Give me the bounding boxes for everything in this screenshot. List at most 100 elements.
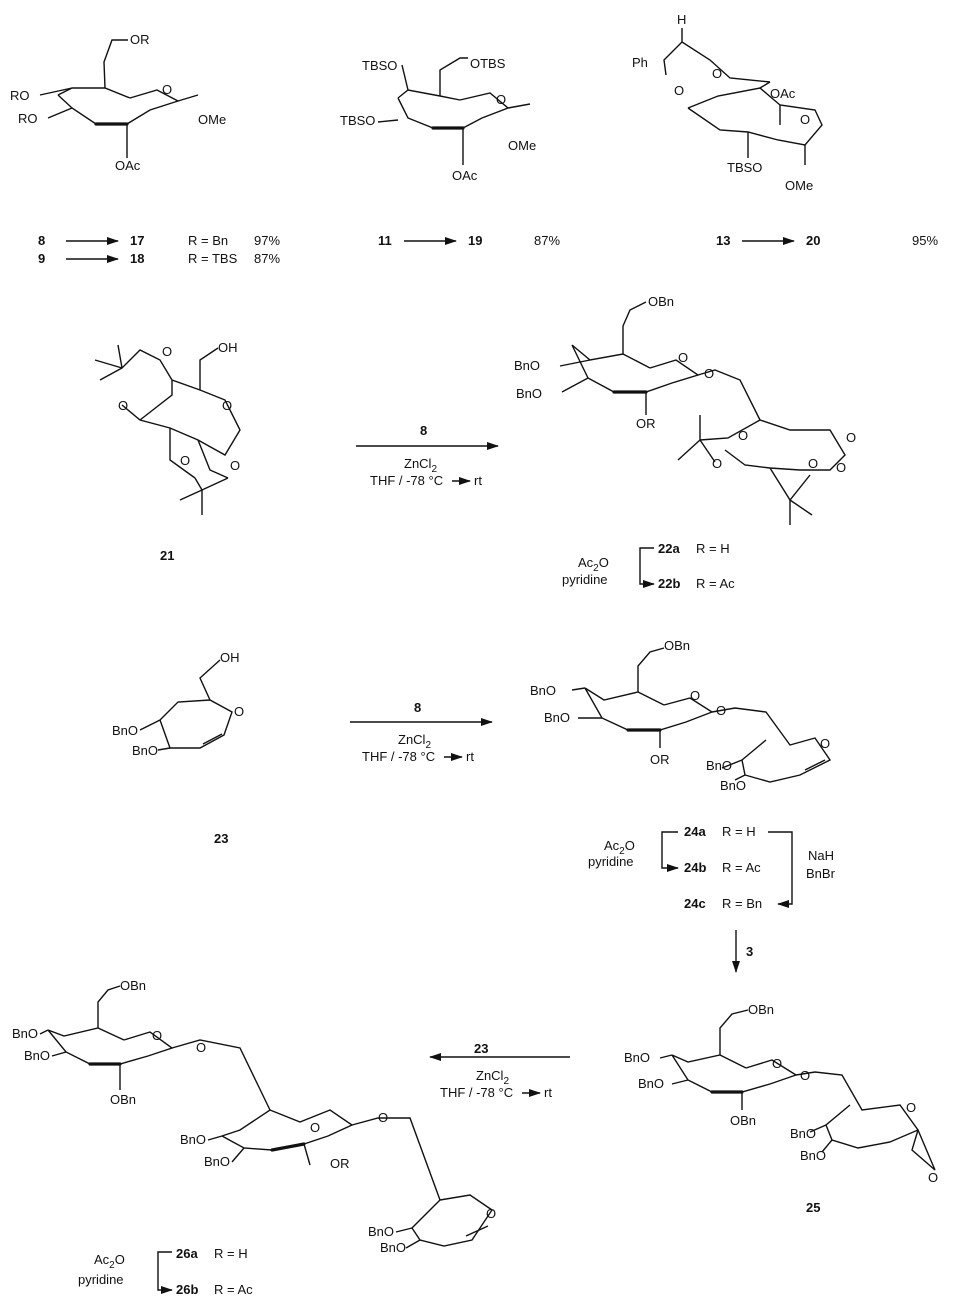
ring-o: O [162, 82, 172, 97]
label-bno: BnO [132, 743, 158, 758]
label-bno: BnO [720, 778, 746, 793]
label-obn: OBn [110, 1092, 136, 1107]
label-oac: OAc [115, 158, 141, 173]
side-reagent-nah: NaH [808, 848, 834, 863]
yield: 97% [254, 233, 280, 248]
structure-23: OH BnO BnO O 23 [112, 650, 244, 846]
label-bno: BnO [800, 1148, 826, 1163]
label-bno: BnO [530, 683, 556, 698]
compound-id: 22a [658, 541, 680, 556]
compound-id: 22b [658, 576, 680, 591]
compound-id: 24b [684, 860, 706, 875]
compound-id: 21 [160, 548, 174, 563]
compound-id: 25 [806, 1200, 820, 1215]
reagent: 8 [414, 700, 421, 715]
ring-o: O [690, 688, 700, 703]
label-obn: OBn [664, 638, 690, 653]
reagent-ac2o: Ac2O [578, 555, 609, 574]
compound-id: 17 [130, 233, 144, 248]
yield: 87% [254, 251, 280, 266]
catalyst: ZnCl2 [476, 1068, 509, 1087]
solvent-temp: THF / -78 °C [362, 749, 435, 764]
structure-21: OH O O O O O 21 [94, 340, 241, 563]
condition: R = Ac [696, 576, 735, 591]
yield: 87% [534, 233, 560, 248]
link-o: O [196, 1040, 206, 1055]
catalyst: ZnCl2 [404, 456, 437, 475]
condition: R = H [214, 1246, 248, 1261]
label-bno: BnO [638, 1076, 664, 1091]
reagent: 3 [746, 944, 753, 959]
label-bno: BnO [380, 1240, 406, 1255]
ring-o: O [846, 430, 856, 445]
compound-id: 26a [176, 1246, 198, 1261]
solvent-temp: THF / -78 °C [370, 473, 443, 488]
solvent-temp: THF / -78 °C [440, 1085, 513, 1100]
label-o: O [836, 460, 846, 475]
reagent-pyridine: pyridine [588, 854, 634, 869]
compound-id: 19 [468, 233, 482, 248]
label-ome: OMe [785, 178, 813, 193]
ring-o: O [906, 1100, 916, 1115]
label-bno: BnO [514, 358, 540, 373]
label-tbso-3: TBSO [340, 113, 375, 128]
catalyst: ZnCl2 [398, 732, 431, 751]
reaction-9-18: 9 18 R = TBS 87% [38, 251, 280, 266]
label-or: OR [330, 1156, 350, 1171]
label-otbs: OTBS [470, 56, 506, 71]
label-bno: BnO [368, 1224, 394, 1239]
structure-13: H Ph O O OAc O TBSO OMe [632, 12, 823, 193]
label-or: OR [130, 32, 150, 47]
derivatives-22: Ac2O pyridine 22a R = H 22b R = Ac [562, 541, 735, 591]
label-o: O [162, 344, 172, 359]
ring-o: O [234, 704, 244, 719]
label-or: OR [636, 416, 656, 431]
product-26: OBn BnO BnO O O OBn BnO BnO O O OR BnO B… [12, 978, 496, 1255]
label-oac: OAc [452, 168, 478, 183]
label-bno: BnO [24, 1048, 50, 1063]
label-obn: OBn [120, 978, 146, 993]
ring-o: O [800, 112, 810, 127]
ring-o: O [772, 1056, 782, 1071]
label-bno: BnO [516, 386, 542, 401]
ring-o: O [310, 1120, 320, 1135]
ring-o: O [496, 92, 506, 107]
yield: 95% [912, 233, 938, 248]
label-or: OR [650, 752, 670, 767]
label-tbso: TBSO [727, 160, 762, 175]
label-oh: OH [220, 650, 240, 665]
ring-o: O [222, 398, 232, 413]
compound-id: 13 [716, 233, 730, 248]
compound-id: 23 [214, 831, 228, 846]
compound-id: 26b [176, 1282, 198, 1297]
label-tbso-4: TBSO [362, 58, 397, 73]
reagent: 23 [474, 1041, 488, 1056]
condition: R = Bn [722, 896, 762, 911]
label-ro-4: RO [10, 88, 30, 103]
epoxide-o: O [928, 1170, 938, 1185]
label-o: O [808, 456, 818, 471]
compound-id: 9 [38, 251, 45, 266]
label-ome: OMe [508, 138, 536, 153]
label-bno: BnO [112, 723, 138, 738]
condition: R = TBS [188, 251, 238, 266]
ring-o: O [486, 1206, 496, 1221]
ring-o: O [820, 736, 830, 751]
temp-end: rt [544, 1085, 552, 1100]
compound-id: 20 [806, 233, 820, 248]
derivatives-26: Ac2O pyridine 26a R = H 26b R = Ac [78, 1246, 253, 1297]
structure-8-9: OR RO RO O OAc OMe [10, 32, 226, 173]
condition: R = Bn [188, 233, 228, 248]
link-o: O [378, 1110, 388, 1125]
reagent: 8 [420, 423, 427, 438]
condition: R = H [722, 824, 756, 839]
compound-id: 18 [130, 251, 144, 266]
label-obn: OBn [748, 1002, 774, 1017]
label-ph: Ph [632, 55, 648, 70]
temp-end: rt [466, 749, 474, 764]
label-bno: BnO [12, 1026, 38, 1041]
reaction-conditions-21: 8 ZnCl2 THF / -78 °C rt [356, 423, 499, 488]
label-obn: OBn [648, 294, 674, 309]
